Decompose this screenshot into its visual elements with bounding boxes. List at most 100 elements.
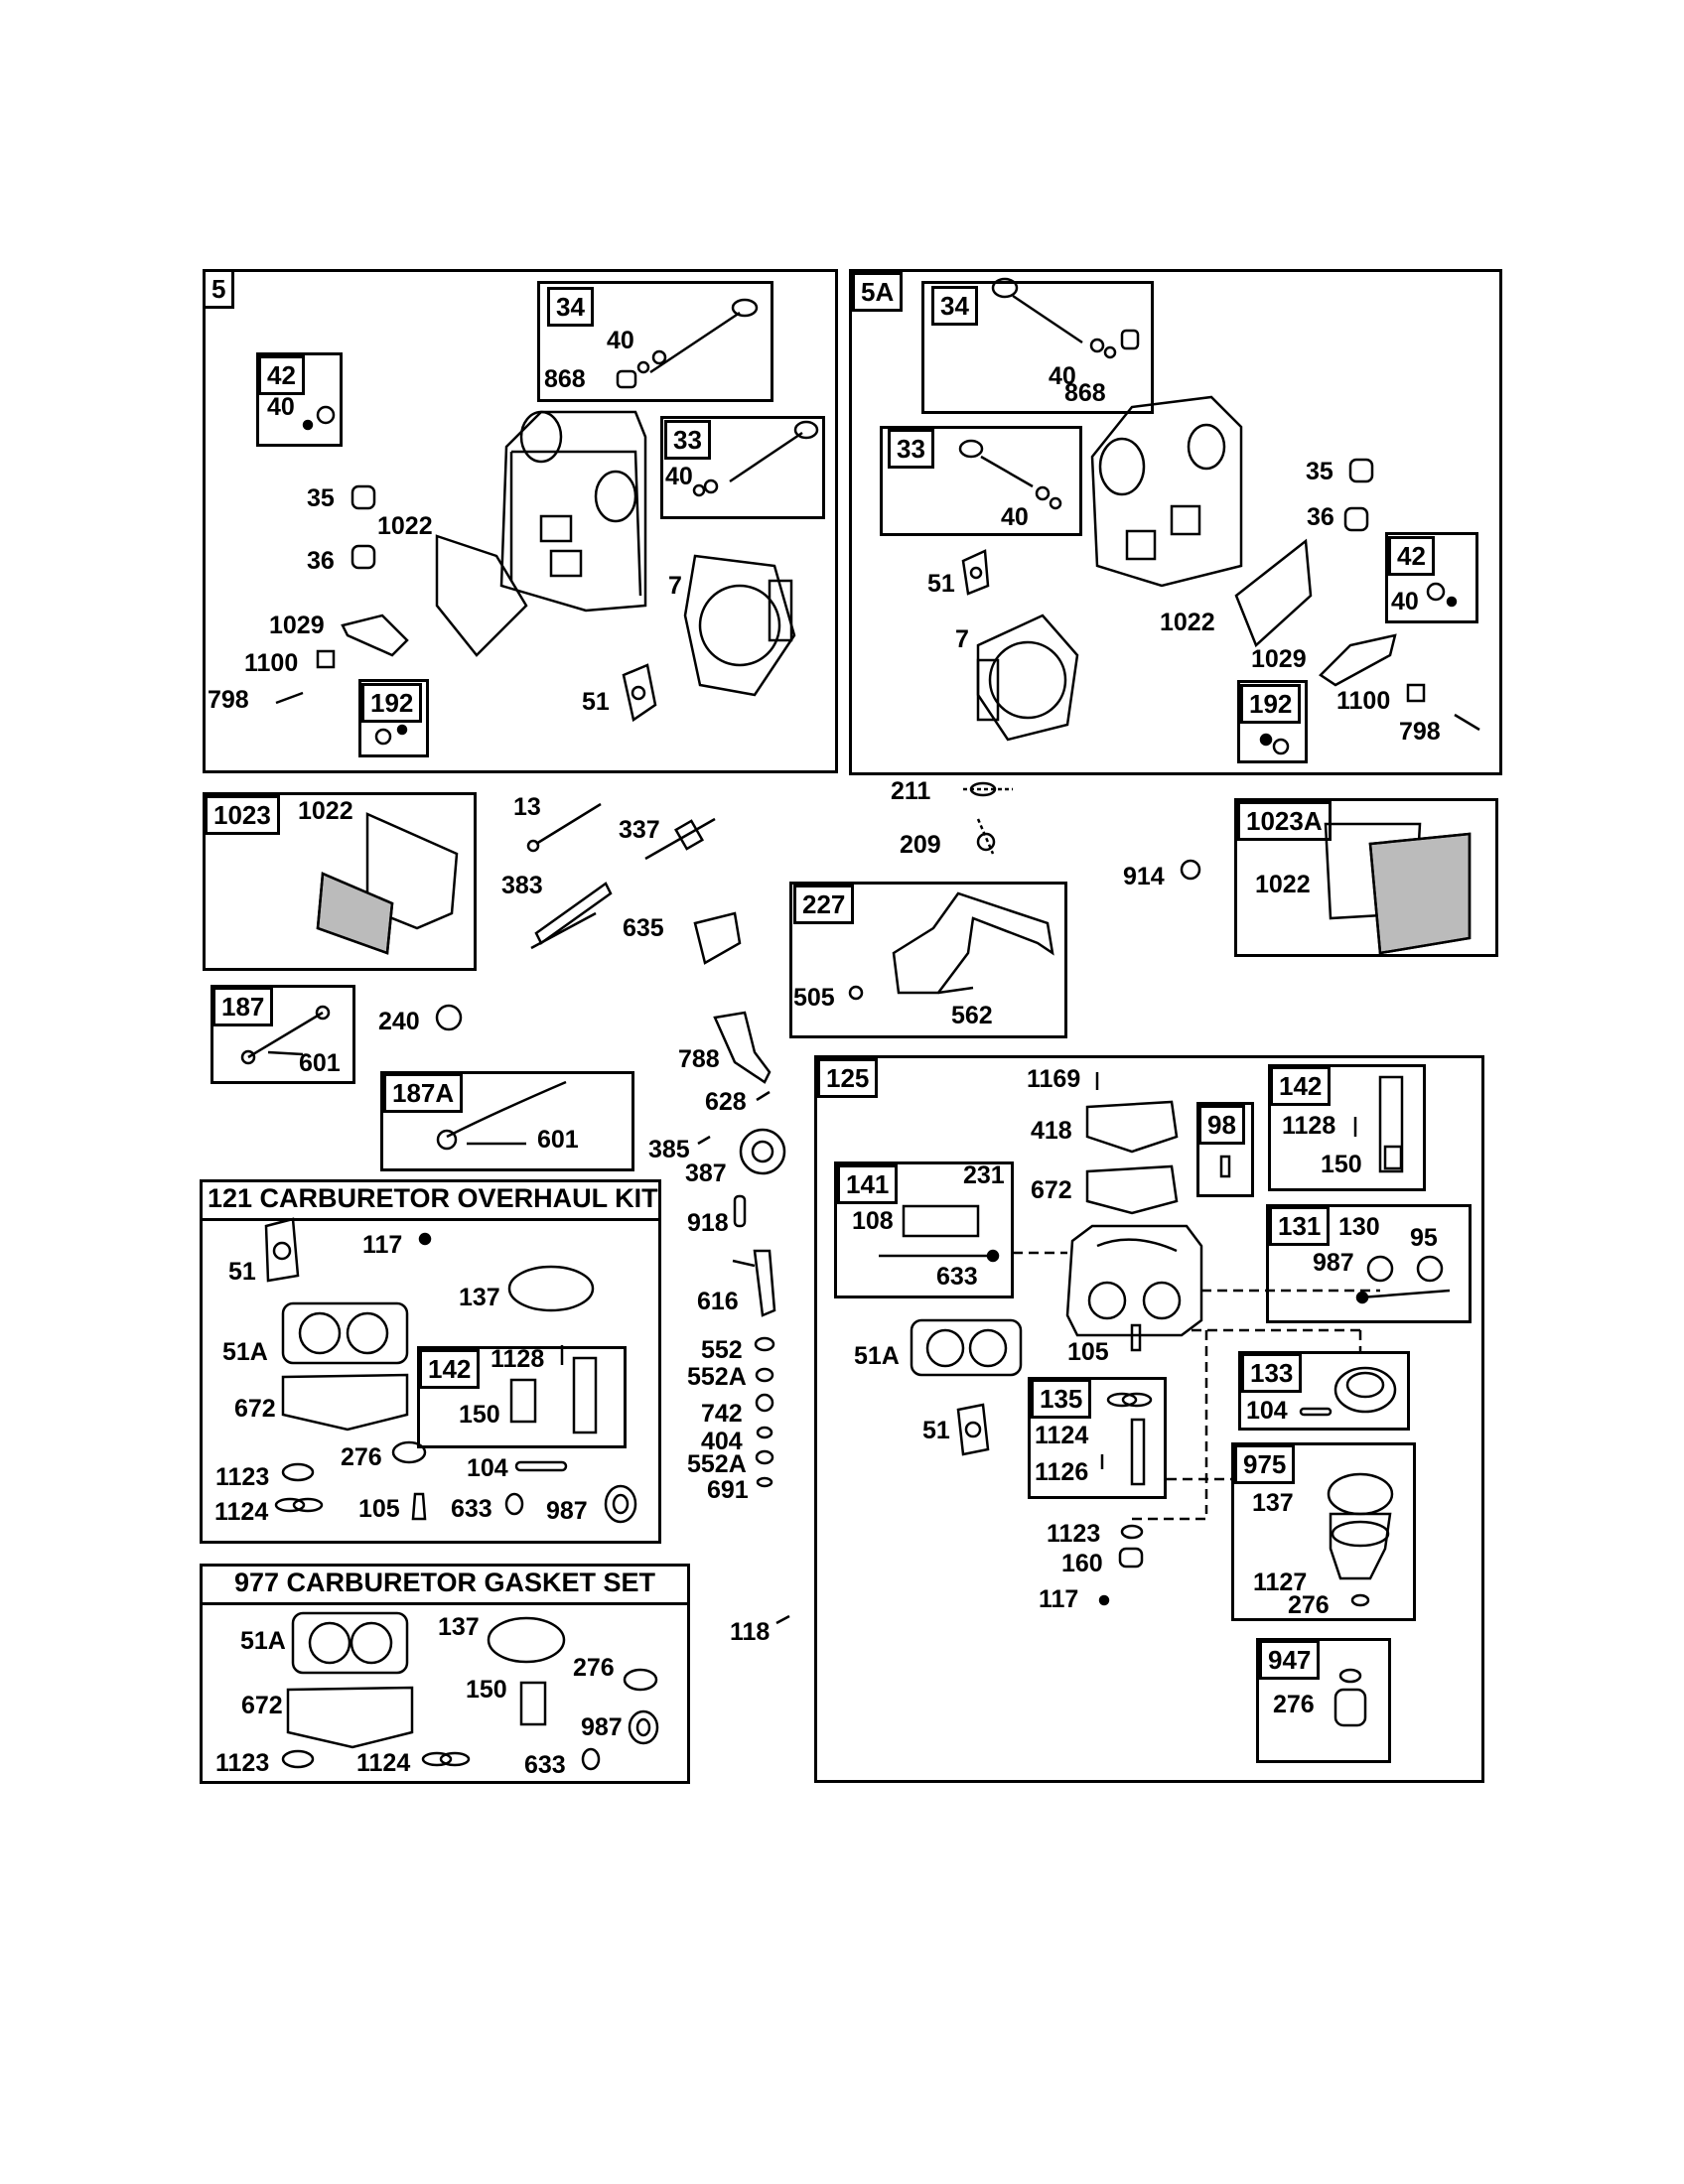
rocker-1029-right-drawing [1319, 633, 1480, 732]
label-798: 798 [208, 686, 249, 714]
nut-192-right-drawing [1259, 733, 1290, 755]
kit-label-1123: 1123 [215, 1463, 270, 1491]
set-label-987: 987 [581, 1713, 623, 1741]
needle-105-carb-drawing [1130, 1323, 1142, 1352]
label-40-valve-33-5a: 40 [1001, 503, 1029, 531]
label-552: 552 [701, 1336, 743, 1364]
label-383: 383 [501, 872, 543, 899]
label-562: 562 [951, 1002, 993, 1029]
group-141-tag: 141 [837, 1164, 899, 1204]
label-918: 918 [687, 1209, 729, 1237]
carb-label-150: 150 [1321, 1151, 1362, 1178]
cylinder-head-left-drawing [499, 410, 647, 613]
kit-label-117: 117 [362, 1231, 403, 1259]
kit-gasket-672-drawing [281, 1373, 409, 1432]
label-1029: 1029 [269, 612, 325, 639]
group-141-frame [834, 1161, 1014, 1298]
valve-34-left-drawing [616, 298, 759, 389]
carb-label-137: 137 [1252, 1489, 1294, 1517]
label-868-5a: 868 [1064, 379, 1106, 407]
valve-cover-1023-drawing [316, 812, 459, 955]
group-135-frame [1028, 1377, 1167, 1499]
cylinder-head-right-drawing [1090, 395, 1243, 588]
group-33-frame-left [660, 416, 825, 519]
carb-label-117: 117 [1039, 1585, 1079, 1613]
group-125-tag: 125 [817, 1058, 879, 1098]
carb-label-1127: 1127 [1253, 1569, 1308, 1596]
label-1029-5a: 1029 [1251, 645, 1307, 673]
label-742: 742 [701, 1400, 743, 1428]
group-947-tag: 947 [1259, 1640, 1321, 1680]
plug-wire-boot-635-drawing [693, 911, 742, 965]
overhaul-kit-142-frame [417, 1346, 627, 1448]
kit-label-276: 276 [341, 1443, 382, 1471]
gasket-418-drawing [1085, 1100, 1179, 1154]
group-975-parts-drawing [1327, 1472, 1394, 1607]
carb-label-947-276: 276 [1273, 1691, 1315, 1718]
screw-385-drawing [697, 1135, 711, 1146]
label-240: 240 [378, 1008, 420, 1035]
carb-label-1126: 1126 [1035, 1458, 1089, 1486]
group-42-frame-left [256, 352, 343, 447]
kit-label-672: 672 [234, 1395, 276, 1423]
label-40-valve-33: 40 [665, 463, 693, 490]
gasket-672-carb-drawing [1085, 1164, 1179, 1215]
label-868: 868 [544, 365, 586, 393]
screw-117-carb-drawing [1098, 1594, 1110, 1606]
label-505: 505 [793, 984, 835, 1012]
set-label-672: 672 [241, 1692, 283, 1719]
group-98-tag: 98 [1198, 1105, 1245, 1145]
kit-label-633: 633 [451, 1495, 492, 1523]
group-975-frame [1231, 1442, 1416, 1621]
spark-plug-337-drawing [644, 817, 716, 861]
label-1100: 1100 [244, 649, 299, 677]
kit-label-1124: 1124 [214, 1498, 269, 1526]
set-label-1124: 1124 [356, 1749, 411, 1777]
gasket-51-left-drawing [622, 663, 657, 723]
kit-seal-633-drawing [504, 1492, 524, 1516]
group-34-tag-left: 34 [547, 287, 594, 327]
group-227-frame [789, 882, 1067, 1038]
label-404: 404 [701, 1428, 743, 1455]
valve-33-left-drawing [692, 420, 819, 497]
plate-240-drawing [435, 1004, 463, 1031]
kit-gasket-1124-drawing [274, 1497, 324, 1513]
carb-label-987: 987 [1313, 1249, 1354, 1277]
label-914: 914 [1123, 863, 1165, 890]
group-42-tag-left: 42 [258, 355, 305, 395]
group-133-parts-drawing [1299, 1366, 1397, 1417]
carb-label-418: 418 [1031, 1117, 1072, 1145]
gasket-1123-carb-drawing [1120, 1524, 1144, 1540]
spring-209-drawing [976, 818, 996, 855]
gasket-set-title: 977 CARBURETOR GASKET SET [200, 1564, 690, 1605]
set-seal-276-drawing [623, 1668, 658, 1692]
label-635: 635 [623, 914, 664, 942]
set-label-51a: 51A [240, 1627, 286, 1655]
kit-label-137: 137 [459, 1284, 500, 1311]
group-1023a-tag: 1023A [1237, 801, 1332, 841]
carb-gasket-51a-drawing [910, 1318, 1023, 1377]
group-5a-frame [849, 269, 1502, 775]
label-337: 337 [619, 816, 660, 844]
nozzle-616-drawing [732, 1249, 776, 1317]
group-142-tag-right: 142 [1270, 1066, 1332, 1106]
group-187-frame [210, 985, 355, 1084]
group-131-tag: 131 [1269, 1206, 1331, 1246]
label-7-head-gasket: 7 [668, 572, 682, 600]
group-42-frame-right [1385, 532, 1478, 623]
gasket-1022-left-drawing [435, 534, 528, 657]
set-label-137: 137 [438, 1613, 480, 1641]
set-oring-137-drawing [487, 1616, 566, 1664]
kit-seal-276-drawing [391, 1440, 427, 1464]
carb-label-160: 160 [1061, 1550, 1103, 1577]
springs-35-36-right-drawing [1343, 458, 1374, 532]
group-192-tag-left: 192 [361, 683, 423, 723]
kit-label-104: 104 [467, 1454, 508, 1482]
label-385: 385 [648, 1136, 690, 1163]
nut-192-left-drawing [374, 724, 408, 746]
label-7-5a: 7 [955, 625, 969, 653]
governor-bracket-227-drawing [892, 891, 1054, 995]
overhaul-kit-frame [200, 1179, 661, 1544]
carb-label-276: 276 [1288, 1591, 1330, 1619]
